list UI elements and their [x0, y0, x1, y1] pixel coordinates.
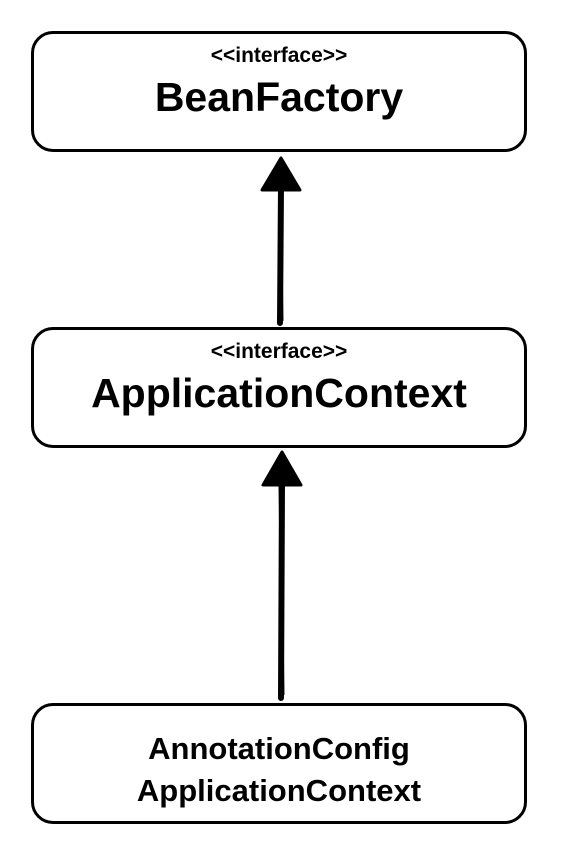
annotationconfig-name-line1: AnnotationConfig	[148, 731, 410, 766]
arrow-shaft-rough	[278, 484, 285, 696]
arrowhead	[261, 450, 303, 487]
arrow-shaft-rough	[278, 188, 284, 322]
arrow-applicationcontext-to-beanfactory	[260, 156, 302, 326]
annotationconfig-name-line2: ApplicationContext	[136, 773, 422, 808]
beanfactory-name: BeanFactory	[154, 74, 404, 120]
annotationconfig-name: AnnotationConfig ApplicationContext	[34, 728, 524, 812]
beanfactory-stereotype: <<interface>>	[210, 44, 348, 67]
arrow-annotationconfig-to-applicationcontext	[261, 450, 303, 701]
beanfactory-node: <<interface>> BeanFactory	[31, 31, 527, 152]
arrowhead	[260, 156, 302, 192]
applicationcontext-name: ApplicationContext	[91, 370, 467, 416]
applicationcontext-node: <<interface>> ApplicationContext	[31, 327, 527, 448]
applicationcontext-stereotype: <<interface>>	[210, 340, 348, 363]
annotationconfig-applicationcontext-node: AnnotationConfig ApplicationContext	[31, 703, 527, 824]
